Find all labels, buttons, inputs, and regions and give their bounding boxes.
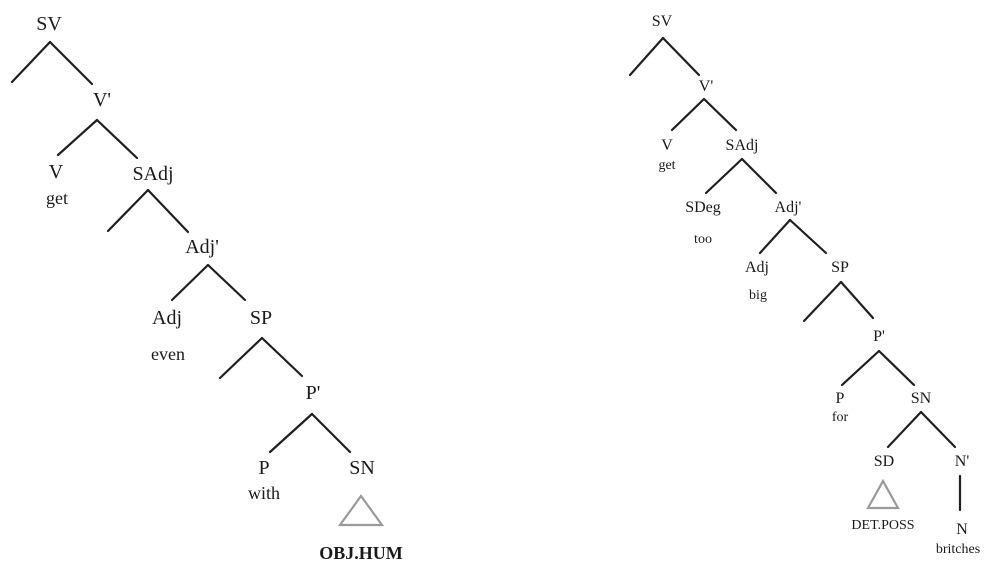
node-sdeg: SDeg: [685, 199, 721, 216]
word-get: get: [46, 188, 68, 208]
branch: [758, 218, 792, 255]
branch: [218, 336, 264, 380]
branch: [106, 188, 150, 233]
node-p: P: [258, 457, 270, 479]
word-det-poss: DET.POSS: [851, 518, 915, 533]
branch: [886, 410, 923, 449]
node-sp: SP: [249, 307, 273, 329]
branch: [146, 188, 190, 234]
branch: [919, 410, 957, 449]
branch: [704, 157, 744, 195]
node-vbar: V': [698, 78, 714, 95]
branch: [628, 36, 665, 77]
branch: [702, 97, 738, 132]
branch: [310, 412, 352, 454]
branch: [877, 349, 916, 387]
branch: [48, 40, 94, 86]
node-sadj: SAdj: [725, 137, 759, 154]
branch: [170, 263, 210, 302]
node-sp: SP: [831, 259, 849, 276]
word-for: for: [831, 410, 849, 425]
node-sn: SN: [349, 457, 375, 479]
branch: [839, 280, 875, 320]
node-vbar: V': [92, 89, 112, 111]
word-britches: britches: [935, 542, 981, 557]
node-sv: SV: [36, 13, 62, 35]
branch: [268, 412, 314, 454]
node-adj: Adj: [745, 259, 769, 276]
node-n: N: [956, 521, 968, 538]
word-too: too: [694, 232, 712, 247]
word-even: even: [151, 344, 185, 364]
node-pbar: P': [873, 328, 885, 345]
branch: [206, 263, 247, 302]
node-pbar: P': [305, 382, 321, 404]
node-nbar: N': [954, 453, 970, 470]
node-sn: SN: [910, 390, 932, 407]
node-sv: SV: [651, 13, 673, 30]
triangle-abbreviation: [337, 494, 385, 527]
branch: [95, 118, 139, 160]
node-sd: SD: [873, 453, 895, 470]
branch: [840, 349, 881, 387]
branch: [740, 157, 778, 195]
word-get: get: [658, 158, 676, 173]
node-v: V: [48, 161, 64, 183]
node-adj: Adj: [152, 307, 182, 329]
branch: [56, 118, 99, 157]
branch: [670, 97, 706, 132]
branch: [661, 36, 701, 77]
branch: [10, 40, 52, 84]
word-with: with: [247, 483, 281, 503]
branch: [260, 336, 304, 378]
word-big: big: [749, 288, 767, 303]
branch: [802, 280, 843, 323]
branch: [788, 218, 828, 255]
node-adjbar: Adj': [185, 236, 219, 258]
node-p: P: [835, 390, 845, 407]
word-obj-hum: OBJ.HUM: [319, 543, 403, 563]
node-adjbar: Adj': [774, 199, 802, 216]
node-v: V: [661, 137, 673, 154]
triangle-abbreviation: [866, 478, 900, 510]
node-sadj: SAdj: [132, 163, 174, 185]
